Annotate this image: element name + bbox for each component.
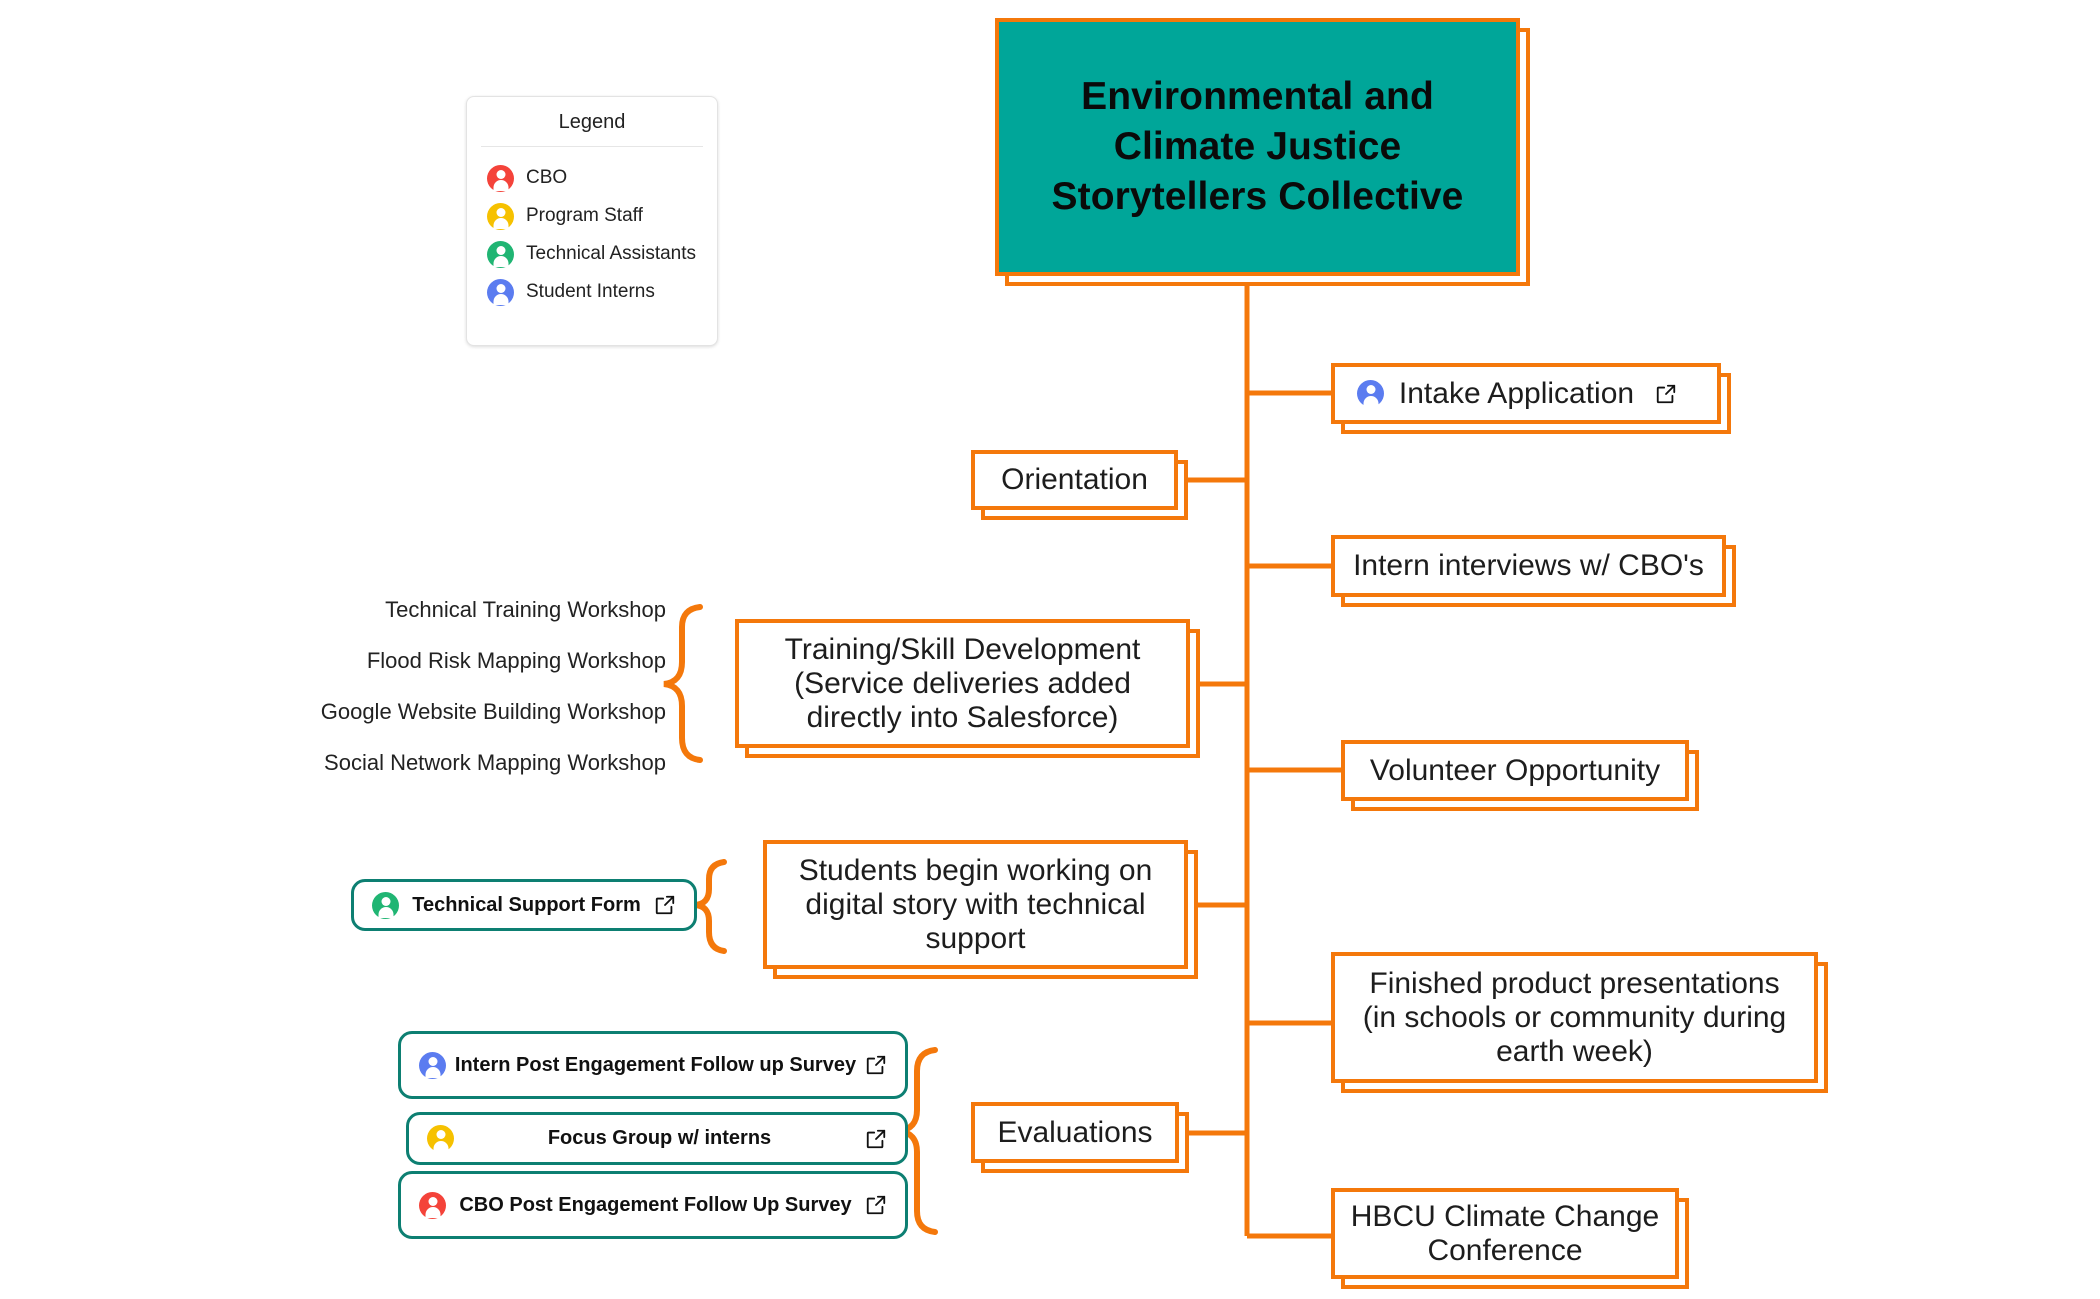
- legend-item-student-interns: Student Interns: [467, 273, 717, 311]
- person-circle-icon: [487, 278, 514, 306]
- form-intern-post-engagement-survey[interactable]: Intern Post Engagement Follow up Survey: [398, 1031, 908, 1099]
- root-node-label: Environmental and Climate Justice Storyt…: [995, 18, 1520, 276]
- external-link-icon[interactable]: [1655, 383, 1677, 405]
- node-finished-product-presentations[interactable]: Finished product presentations (in schoo…: [1331, 952, 1828, 1093]
- node-label: Intake Application: [1398, 376, 1635, 410]
- person-circle-icon: [372, 891, 399, 919]
- node-volunteer-opportunity[interactable]: Volunteer Opportunity: [1341, 740, 1699, 811]
- form-label: Technical Support Form: [412, 893, 641, 916]
- node-title: Training/Skill Development: [784, 632, 1141, 666]
- node-label: HBCU Climate Change Conference: [1350, 1199, 1660, 1267]
- legend-title: Legend: [558, 111, 626, 133]
- form-cbo-post-engagement-survey[interactable]: CBO Post Engagement Follow Up Survey: [398, 1171, 908, 1239]
- node-label: Intern interviews w/ CBO's: [1353, 549, 1704, 582]
- form-label: Focus Group w/ interns: [547, 1127, 772, 1149]
- node-intern-interviews[interactable]: Intern interviews w/ CBO's: [1331, 535, 1736, 607]
- legend-divider: [481, 146, 703, 147]
- node-hbcu-conference[interactable]: HBCU Climate Change Conference: [1331, 1188, 1689, 1289]
- node-body: Evaluations: [971, 1102, 1179, 1163]
- root-node[interactable]: Environmental and Climate Justice Storyt…: [995, 18, 1530, 286]
- leaf-social-network-mapping-workshop: Social Network Mapping Workshop: [324, 750, 666, 775]
- node-label: Orientation: [1001, 463, 1148, 496]
- form-focus-group-interns[interactable]: Focus Group w/ interns: [406, 1112, 908, 1165]
- legend-item-cbo: CBO: [467, 159, 717, 197]
- node-label: Students begin working on digital story …: [798, 853, 1153, 955]
- person-circle-icon: [487, 202, 514, 230]
- form-label: CBO Post Engagement Follow Up Survey: [459, 1193, 852, 1216]
- person-circle-icon: [419, 1191, 446, 1219]
- external-link-icon[interactable]: [865, 1194, 887, 1216]
- node-label: Evaluations: [997, 1115, 1153, 1149]
- node-intake-application[interactable]: Intake Application: [1331, 363, 1731, 434]
- leaf-flood-risk-mapping-workshop: Flood Risk Mapping Workshop: [366, 648, 666, 673]
- legend-item-program-staff: Program Staff: [467, 197, 717, 235]
- person-circle-icon: [427, 1125, 454, 1152]
- node-body: Volunteer Opportunity: [1341, 740, 1689, 801]
- legend-item-label: CBO: [526, 167, 568, 188]
- node-label: Finished product presentations (in schoo…: [1362, 966, 1787, 1068]
- legend-item-label: Program Staff: [526, 205, 643, 226]
- person-circle-icon: [487, 164, 514, 192]
- node-body: HBCU Climate Change Conference: [1331, 1188, 1679, 1279]
- legend-panel: Legend CBO Program Staff Technical Assis…: [466, 96, 718, 346]
- legend-item-label: Student Interns: [526, 281, 655, 302]
- external-link-icon[interactable]: [865, 1128, 887, 1150]
- node-label: Volunteer Opportunity: [1369, 753, 1661, 787]
- person-circle-icon: [419, 1051, 446, 1079]
- leaf-technical-training-workshop: Technical Training Workshop: [385, 597, 666, 622]
- leaf-google-website-building-workshop: Google Website Building Workshop: [320, 699, 666, 724]
- person-circle-icon: [1357, 380, 1384, 407]
- node-subtitle: (Service deliveries added directly into …: [794, 666, 1131, 734]
- node-training-skill-development[interactable]: Training/Skill Development (Service deli…: [735, 619, 1200, 758]
- legend-item-label: Technical Assistants: [526, 243, 697, 264]
- form-technical-support[interactable]: Technical Support Form: [351, 879, 697, 931]
- node-students-begin-working[interactable]: Students begin working on digital story …: [763, 840, 1198, 979]
- form-label: Intern Post Engagement Follow up Survey: [454, 1053, 857, 1076]
- legend-item-technical-assistants: Technical Assistants: [467, 235, 717, 273]
- node-body: Finished product presentations (in schoo…: [1331, 952, 1818, 1083]
- node-body: Intern interviews w/ CBO's: [1331, 535, 1726, 597]
- external-link-icon[interactable]: [865, 1054, 887, 1076]
- external-link-icon[interactable]: [654, 894, 676, 916]
- node-evaluations[interactable]: Evaluations: [971, 1102, 1189, 1173]
- node-orientation[interactable]: Orientation: [971, 450, 1188, 520]
- node-body: Students begin working on digital story …: [763, 840, 1188, 969]
- node-body: Training/Skill Development (Service deli…: [735, 619, 1190, 748]
- person-circle-icon: [487, 240, 514, 268]
- node-body: Intake Application: [1331, 363, 1721, 424]
- node-body: Orientation: [971, 450, 1178, 510]
